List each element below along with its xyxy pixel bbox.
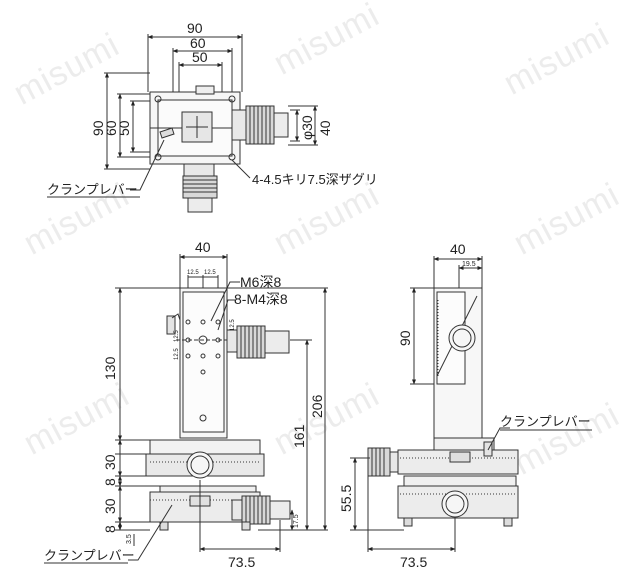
top-view (104, 34, 318, 213)
front-h8-upper: 8 (102, 478, 118, 486)
side-height-55-5: 55.5 (338, 485, 354, 512)
front-height-206: 206 (309, 394, 325, 418)
tap-main-label: M6深8 (240, 274, 281, 290)
front-clamp-lever-label: クランプレバー (44, 548, 135, 563)
pitch-b: 12.5 (204, 270, 216, 276)
front-height-161: 161 (291, 424, 307, 448)
front-height-130: 130 (102, 356, 118, 380)
top-clamp-lever-label: クランプレバー (47, 182, 138, 197)
side-top-width: 40 (450, 241, 466, 257)
side-view (350, 256, 519, 552)
micrometer-diameter: φ30 (299, 115, 315, 140)
side-pitch-a: 12.5 (230, 319, 236, 331)
side-pitch-b: 12.5 (174, 348, 180, 360)
front-top-width: 40 (195, 239, 211, 255)
top-height-50: 50 (116, 120, 132, 136)
front-small-17-5: 17.5 (293, 514, 300, 528)
micrometer-length: 40 (317, 120, 333, 136)
front-h30-upper: 30 (102, 454, 118, 470)
top-height-90: 90 (90, 120, 106, 136)
side-offset-19-5: 19.5 (462, 261, 476, 268)
front-h8-lower: 8 (102, 525, 118, 533)
front-view (115, 254, 328, 561)
hole-note: 4-4.5キリ7.5深ザグリ (252, 172, 378, 187)
top-width-90: 90 (187, 20, 203, 36)
front-small-3-5: 3.5 (126, 534, 133, 544)
side-clamp-lever-label: クランプレバー (500, 414, 591, 429)
side-width-73-5: 73.5 (400, 554, 427, 570)
top-height-60: 60 (103, 120, 119, 136)
pitch-a: 12.5 (187, 270, 199, 276)
front-width-73-5: 73.5 (228, 554, 255, 570)
top-width-60: 60 (190, 35, 206, 51)
side-height-90: 90 (397, 330, 413, 346)
front-h30-lower: 30 (102, 498, 118, 514)
top-width-50: 50 (192, 49, 208, 65)
side-pitch-c: 12.5 (174, 330, 180, 342)
tap-holes-label: 8-M4深8 (234, 291, 288, 307)
